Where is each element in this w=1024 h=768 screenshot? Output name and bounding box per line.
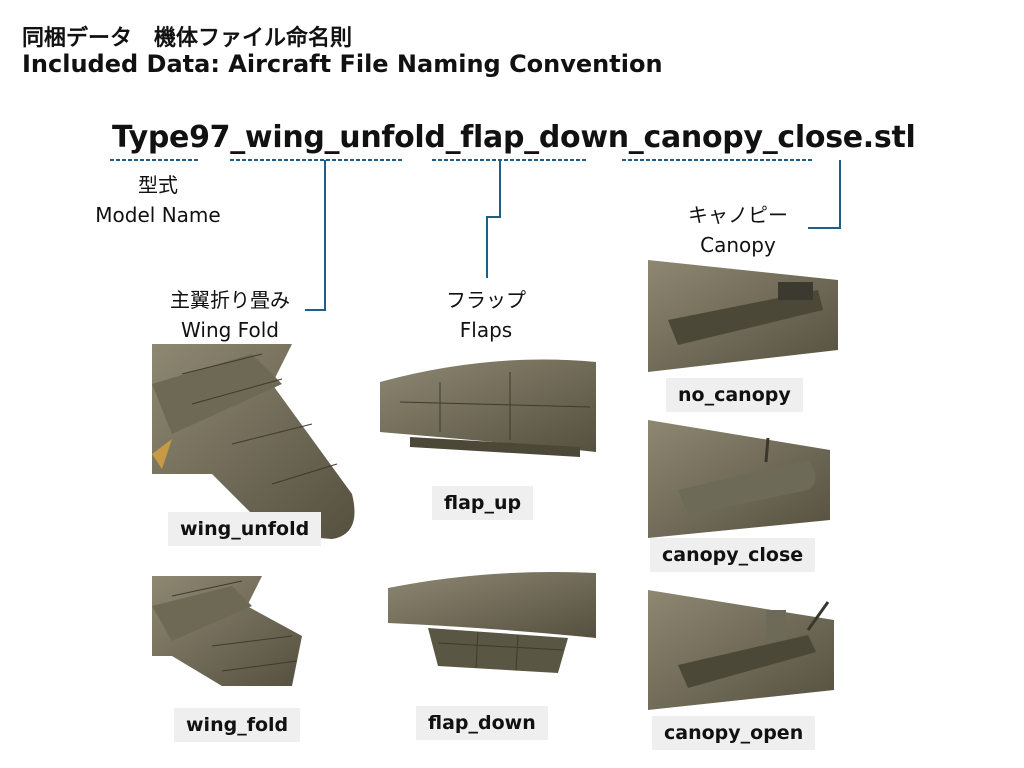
label-model-jp: 型式 [138, 173, 178, 197]
label-wing-jp: 主翼折り畳み [170, 288, 290, 312]
image-canopy-open [648, 590, 834, 710]
label-wing-en: Wing Fold [181, 318, 279, 342]
label-flaps: フラップ Flaps [436, 285, 536, 345]
label-canopy: キャノピー Canopy [678, 200, 798, 260]
image-flap-up [380, 352, 596, 467]
label-model-en: Model Name [95, 203, 221, 227]
connector-flap [486, 160, 501, 278]
tag-flap-down: flap_down [416, 706, 548, 740]
image-wing-fold [152, 576, 312, 706]
image-canopy-close [648, 420, 830, 538]
connector-canopy [808, 160, 841, 229]
label-wing-fold: 主翼折り畳み Wing Fold [160, 285, 300, 345]
image-no-canopy [648, 260, 838, 372]
label-flap-en: Flaps [459, 318, 513, 342]
image-wing-unfold [152, 344, 362, 544]
label-canopy-jp: キャノピー [688, 203, 788, 227]
label-flap-jp: フラップ [446, 288, 526, 312]
connector-wing [305, 160, 326, 311]
tag-canopy-open: canopy_open [652, 716, 816, 750]
tag-wing-fold: wing_fold [174, 708, 301, 742]
title-japanese: 同梱データ 機体ファイル命名則 [22, 26, 353, 51]
tag-wing-unfold: wing_unfold [168, 512, 322, 546]
label-model-name: 型式 Model Name [88, 170, 228, 230]
image-flap-down [388, 568, 596, 678]
example-filename: Type97_wing_unfold_flap_down_canopy_clos… [112, 120, 916, 155]
tag-no-canopy: no_canopy [666, 378, 803, 412]
tag-canopy-close: canopy_close [650, 538, 816, 572]
title-english: Included Data: Aircraft File Naming Conv… [22, 50, 663, 78]
label-canopy-en: Canopy [700, 233, 776, 257]
tag-flap-up: flap_up [432, 486, 534, 520]
